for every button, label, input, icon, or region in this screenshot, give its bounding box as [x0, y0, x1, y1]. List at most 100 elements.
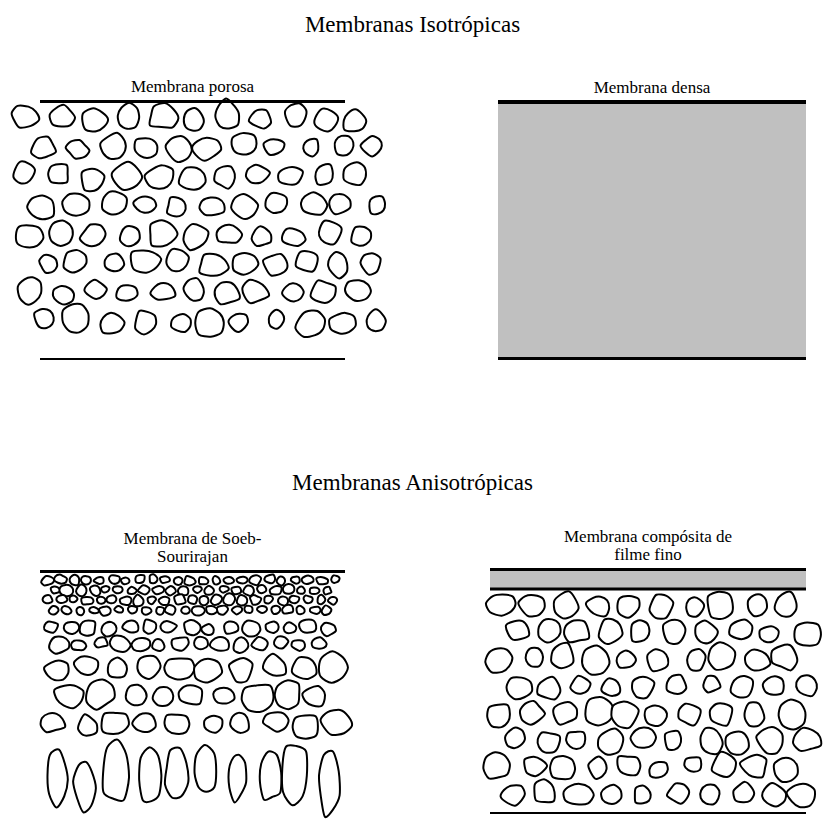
pore: [249, 575, 261, 585]
pore: [264, 596, 273, 604]
pore: [538, 619, 560, 642]
pore: [647, 649, 668, 671]
pore: [135, 311, 156, 335]
pore: [649, 762, 667, 778]
pore: [166, 249, 188, 271]
pore: [150, 283, 175, 300]
pore: [250, 595, 261, 605]
pore: [487, 704, 510, 727]
pore: [211, 595, 222, 605]
pore: [708, 642, 735, 669]
pore: [712, 752, 736, 777]
pore: [242, 280, 269, 303]
pore: [108, 658, 127, 678]
membrane-heading-text: Membrana de Soeb-Sourirajan: [108, 530, 278, 567]
pore: [82, 108, 108, 131]
pore: [132, 638, 151, 651]
pore: [100, 313, 124, 334]
pore: [120, 226, 140, 246]
pore: [763, 676, 784, 695]
pore: [729, 620, 752, 639]
pore: [133, 595, 143, 607]
pore: [570, 676, 590, 694]
pore: [204, 586, 214, 595]
pore: [44, 660, 69, 680]
pore: [645, 706, 667, 727]
pore: [51, 587, 60, 594]
pore: [271, 606, 280, 614]
pore: [686, 597, 704, 617]
pore: [103, 740, 129, 802]
pore: [632, 677, 654, 699]
pore: [63, 250, 86, 272]
pore: [534, 779, 554, 802]
pore: [47, 749, 67, 807]
pore: [13, 161, 35, 183]
pore: [617, 651, 636, 668]
pore: [299, 620, 316, 633]
pore: [172, 637, 189, 650]
pore: [143, 620, 156, 634]
pore: [360, 253, 380, 274]
pore: [94, 577, 104, 584]
pore: [710, 703, 733, 725]
pore: [483, 752, 510, 779]
pore: [284, 622, 297, 633]
pore: [283, 584, 295, 594]
pore: [331, 575, 339, 582]
thin-film-layer: [490, 570, 806, 588]
pore: [49, 220, 73, 245]
pore: [617, 756, 640, 775]
pore: [27, 196, 54, 220]
pore: [210, 637, 229, 651]
pore: [184, 108, 204, 131]
pore: [601, 785, 622, 804]
pore: [774, 758, 798, 782]
pore: [321, 623, 336, 636]
pore: [194, 637, 208, 649]
pore: [214, 166, 235, 189]
pore: [260, 751, 282, 800]
pore: [102, 192, 127, 215]
membrane-heading: Membrana de Soeb-Sourirajan: [20, 530, 365, 567]
pore: [139, 747, 161, 802]
pore: [520, 701, 545, 725]
pore: [138, 585, 150, 594]
pore: [295, 311, 325, 338]
pore: [322, 605, 332, 615]
pore: [167, 197, 186, 216]
pore: [678, 704, 700, 726]
pore: [303, 139, 318, 157]
pore: [282, 228, 305, 246]
pore: [708, 592, 733, 619]
pore: [518, 595, 544, 616]
pore: [54, 574, 67, 583]
pore: [538, 732, 560, 753]
pore: [566, 732, 585, 749]
pore: [223, 577, 234, 584]
membrane-heading-text: Membrana densa: [594, 79, 711, 98]
pore: [132, 713, 155, 732]
pore: [264, 139, 285, 155]
pore: [586, 597, 609, 617]
pore: [311, 280, 336, 303]
pore: [762, 783, 786, 806]
pore: [599, 619, 623, 644]
pore: [507, 677, 533, 699]
pore: [554, 591, 579, 618]
pore: [266, 621, 279, 632]
pore: [343, 162, 366, 185]
pore: [233, 253, 259, 275]
pore: [160, 576, 170, 583]
pore: [328, 252, 347, 278]
membrane-heading: Membrana densa: [478, 79, 825, 98]
pore: [310, 607, 321, 614]
pore: [217, 225, 243, 243]
porous-membrane: Membrana porosa: [40, 100, 345, 360]
pore: [188, 595, 197, 604]
pore: [122, 621, 138, 633]
pore: [501, 785, 525, 805]
pore: [310, 588, 320, 595]
pore: [77, 607, 85, 615]
pore: [81, 597, 93, 605]
